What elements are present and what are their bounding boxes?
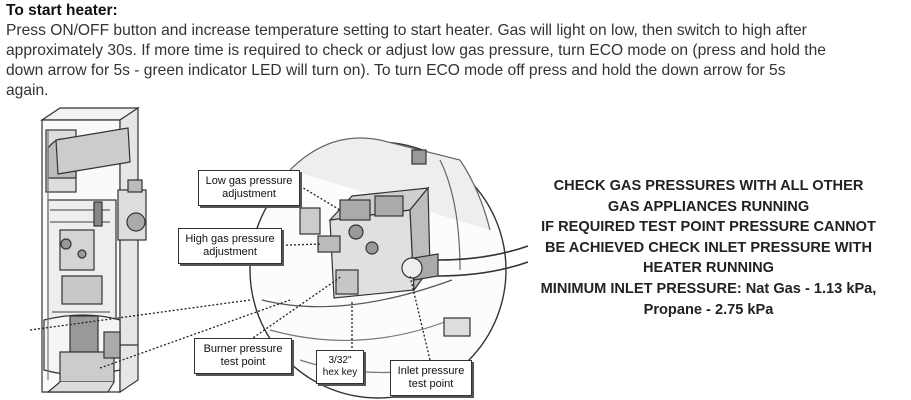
- warning-line: CHECK GAS PRESSURES WITH ALL OTHER: [506, 176, 911, 197]
- callout-label: test point: [195, 356, 291, 369]
- callout-label: adjustment: [199, 188, 299, 201]
- callout-label: Burner pressure: [195, 343, 291, 356]
- callout-inlet-pressure: Inlet pressure test point: [390, 360, 472, 396]
- callout-label: Low gas pressure: [199, 175, 299, 188]
- warning-line: Propane - 2.75 kPa: [506, 300, 911, 321]
- callout-hex-key: 3/32" hex key: [316, 350, 364, 384]
- callout-label: Inlet pressure: [391, 365, 471, 378]
- warning-line: MINIMUM INLET PRESSURE: Nat Gas - 1.13 k…: [506, 279, 911, 300]
- warning-line: IF REQUIRED TEST POINT PRESSURE CANNOT: [506, 217, 911, 238]
- callout-label: test point: [391, 378, 471, 391]
- callout-label: adjustment: [179, 246, 281, 259]
- warning-line: HEATER RUNNING: [506, 258, 911, 279]
- callout-low-gas-pressure: Low gas pressure adjustment: [198, 170, 300, 206]
- warning-line: GAS APPLIANCES RUNNING: [506, 197, 911, 218]
- callout-high-gas-pressure: High gas pressure adjustment: [178, 228, 282, 264]
- callout-label: hex key: [317, 367, 363, 379]
- callout-label: 3/32": [317, 355, 363, 367]
- callout-label: High gas pressure: [179, 233, 281, 246]
- gas-pressure-warning: CHECK GAS PRESSURES WITH ALL OTHER GAS A…: [506, 176, 911, 320]
- warning-line: BE ACHIEVED CHECK INLET PRESSURE WITH: [506, 238, 911, 259]
- callout-burner-pressure: Burner pressure test point: [194, 338, 292, 374]
- heater-cabinet-drawing: [42, 108, 146, 392]
